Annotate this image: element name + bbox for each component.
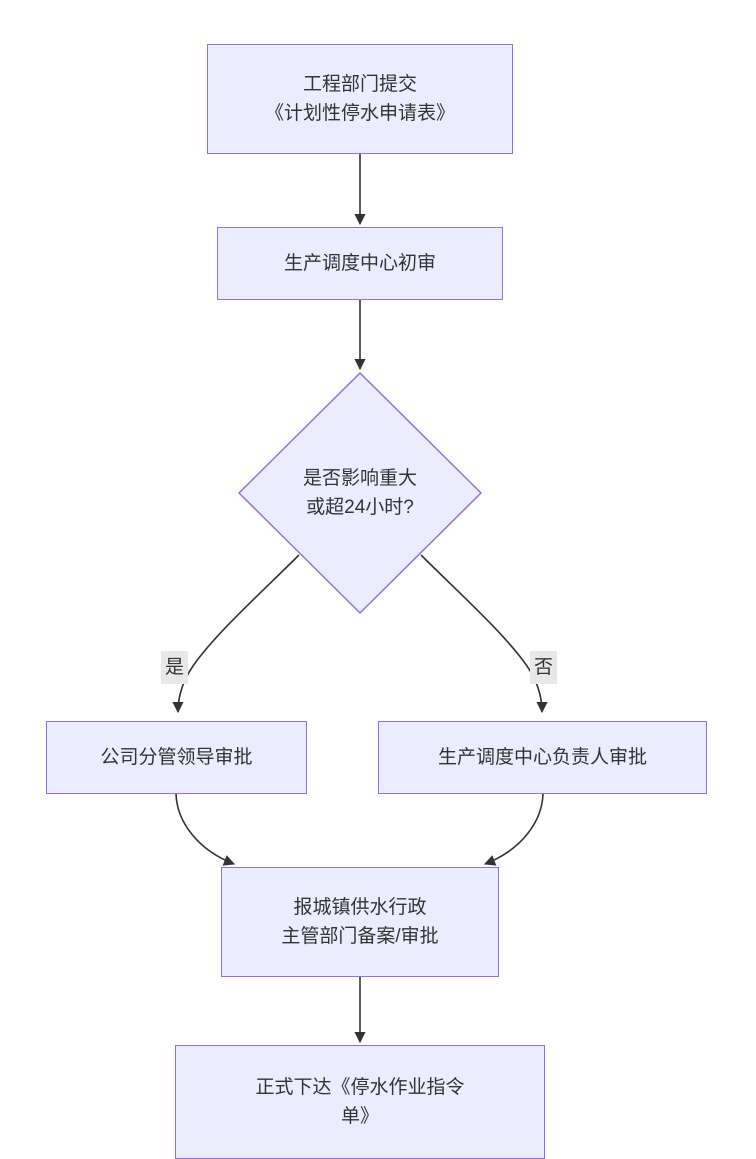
edge-leader-to-report	[175, 793, 236, 866]
node-center-head-approval: 生产调度中心负责人审批	[378, 721, 707, 794]
node-report-authority: 报城镇供水行政 主管部门备案/审批	[221, 867, 499, 977]
node-label-line: 单》	[340, 1106, 379, 1127]
edge-label-yes: 是	[161, 651, 189, 684]
node-label-line: 或超24小时?	[306, 497, 414, 518]
node-label-line: 是否影响重大	[302, 468, 417, 489]
edge-label-yes-text: 是	[165, 657, 185, 678]
decision-label: 是否影响重大 或超24小时?	[236, 370, 484, 616]
node-label-line: 报城镇供水行政	[293, 897, 427, 918]
node-label-line: 正式下达《停水作业指令	[255, 1077, 465, 1098]
node-label-line: 生产调度中心负责人审批	[437, 747, 647, 768]
node-label-line: 公司分管领导审批	[100, 747, 253, 768]
diamond-shape	[237, 371, 483, 615]
node-initial-review: 生产调度中心初审	[217, 227, 503, 300]
edge-label-no-text: 否	[534, 657, 554, 678]
node-label-line: 主管部门备案/审批	[281, 926, 439, 947]
edge-label-no: 否	[530, 651, 558, 684]
node-submit-application: 工程部门提交 《计划性停水申请表》	[207, 44, 513, 154]
node-issue-order: 正式下达《停水作业指令 单》	[175, 1045, 545, 1159]
node-leader-approval: 公司分管领导审批	[46, 721, 307, 794]
node-label-line: 工程部门提交	[302, 74, 417, 95]
edge-center-head-to-report	[483, 793, 544, 866]
edge-decision-yes	[172, 554, 300, 714]
edge-decision-no	[420, 554, 548, 714]
node-decision: 是否影响重大 或超24小时?	[236, 370, 484, 616]
node-label-line: 生产调度中心初审	[283, 253, 436, 274]
node-label-line: 《计划性停水申请表》	[264, 103, 455, 124]
